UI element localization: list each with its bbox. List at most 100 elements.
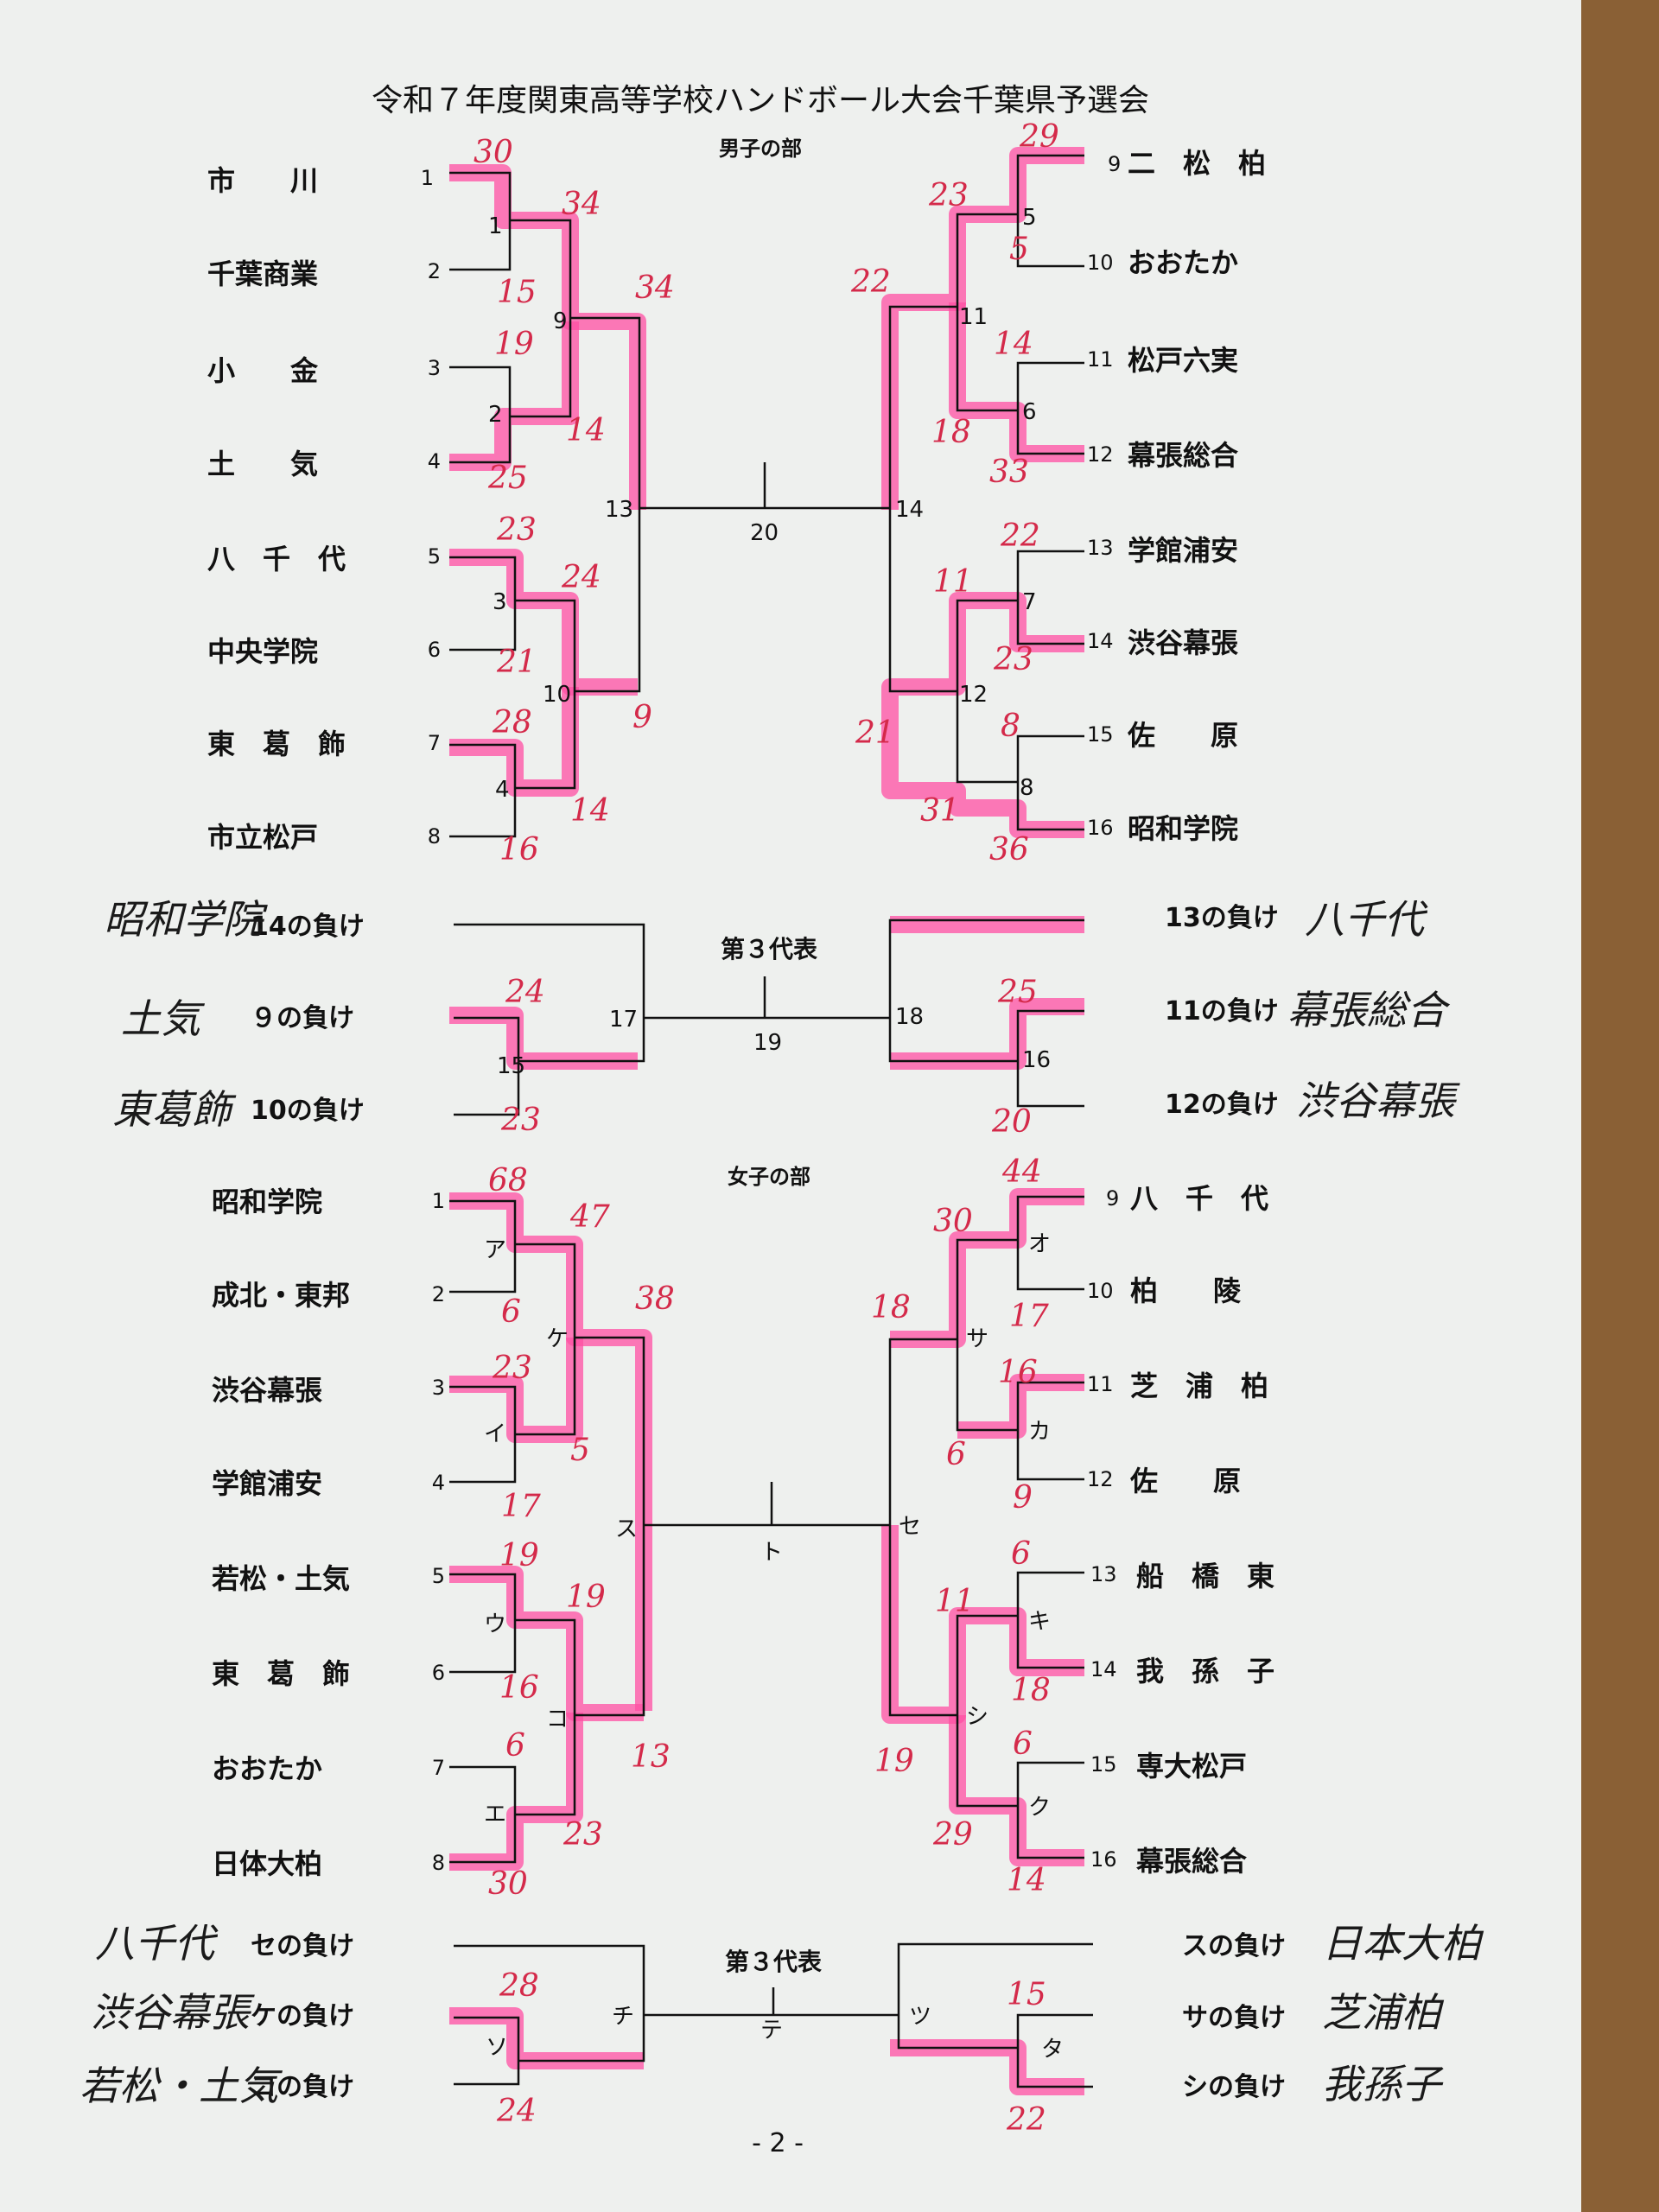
score: 31 [920, 793, 960, 829]
seed-number: 10 [1087, 251, 1114, 275]
score: 15 [497, 275, 537, 310]
score: 17 [501, 1489, 541, 1524]
team-name: 幕張総合 [1127, 439, 1238, 472]
seed-number: 14 [1090, 1657, 1117, 1681]
team-name: 渋谷幕張 [212, 1374, 322, 1407]
loser-label: サの負け [1182, 2003, 1286, 2033]
seed-number: 5 [428, 544, 441, 569]
game-label: キ [1028, 1609, 1051, 1635]
seed-number: 15 [1087, 722, 1114, 747]
seed-number: 2 [428, 259, 441, 283]
seed-number: 5 [432, 1564, 445, 1588]
team-name: 二 松 柏 [1128, 147, 1266, 180]
game-label: ウ [484, 1611, 506, 1637]
girls-game-labels: ア イ ウ エ ケ コ ス オ カ キ ク サ シ セ ト [484, 1231, 1051, 1827]
score: 19 [566, 1580, 606, 1615]
score: 25 [487, 461, 528, 496]
team-name: 佐 原 [1127, 719, 1238, 752]
seed-number: 13 [1090, 1562, 1117, 1586]
score: 14 [1007, 1863, 1046, 1898]
game-label: 2 [488, 402, 503, 428]
game-label: ク [1028, 1795, 1051, 1821]
game-label: 16 [1022, 1047, 1051, 1073]
score: 34 [562, 187, 601, 222]
score: 28 [492, 705, 532, 741]
game-label: オ [1028, 1231, 1051, 1257]
seed-number: 6 [432, 1661, 445, 1685]
loser-label: 13の負け [1165, 903, 1279, 933]
game-label: 9 [553, 308, 568, 334]
score: 30 [474, 135, 513, 170]
seed-number: 13 [1087, 536, 1114, 560]
boys-right-bracket [888, 154, 1084, 831]
score: 16 [998, 1355, 1038, 1390]
game-label: 10 [543, 682, 571, 708]
game-label: 17 [609, 1007, 638, 1033]
seed-number: 12 [1087, 442, 1114, 467]
score: 28 [499, 1968, 539, 2004]
seed-number: 15 [1090, 1752, 1117, 1777]
score: 23 [492, 1351, 532, 1386]
game-label: テ [760, 2018, 783, 2044]
seed-number: 7 [428, 731, 441, 755]
girls-scores: 68 6 23 17 19 16 6 30 47 5 19 23 38 13 4… [488, 1154, 1051, 1902]
score: 20 [991, 1104, 1032, 1140]
score: 24 [561, 560, 601, 595]
score: 47 [569, 1199, 610, 1235]
score: 16 [499, 832, 539, 868]
seed-number: 8 [432, 1851, 445, 1875]
seed-number: 1 [421, 166, 434, 190]
loser-label: 14の負け [251, 912, 365, 942]
boys-right-teams: 9 10 11 12 13 14 15 16 二 松 柏 おおたか 松戸六実 幕… [1087, 147, 1266, 845]
score: 18 [1011, 1673, 1051, 1708]
score: 21 [496, 645, 537, 680]
team-name: 松戸六実 [1128, 344, 1238, 377]
loser-label: スの負け [1182, 1931, 1286, 1961]
seed-number: 9 [1106, 1186, 1119, 1211]
game-label: 1 [488, 213, 503, 239]
handwritten-name: 幕張総合 [1287, 987, 1451, 1033]
game-label: 11 [959, 304, 988, 330]
score: 23 [928, 178, 969, 213]
loser-label: セの負け [251, 1931, 354, 1961]
score: 44 [1001, 1154, 1042, 1190]
score: 34 [635, 270, 675, 306]
score: 29 [1019, 119, 1059, 155]
team-name: 東 葛 飾 [207, 728, 346, 760]
loser-label: 12の負け [1165, 1090, 1279, 1120]
score: 5 [570, 1433, 590, 1468]
score: 18 [931, 415, 971, 450]
score: 30 [488, 1866, 528, 1902]
game-label: ソ [486, 2035, 508, 2061]
game-label: ス [615, 1516, 638, 1542]
team-name: 昭和学院 [1128, 812, 1238, 845]
seed-number: 12 [1087, 1467, 1114, 1491]
handwritten-name: 昭和学院 [104, 896, 268, 943]
handwritten-name: 渋谷幕張 [1296, 1077, 1460, 1124]
page-title: 令和７年度関東高等学校ハンドボール大会千葉県予選会 [372, 83, 1149, 118]
game-label: セ [899, 1514, 921, 1540]
team-name: 船 橋 東 [1136, 1560, 1274, 1592]
score: 24 [496, 2094, 537, 2129]
handwritten-name: 我孫子 [1322, 2061, 1444, 2107]
score: 23 [496, 512, 537, 548]
handwritten-name: 若松・土気 [79, 2063, 283, 2109]
team-name: 市立松戸 [207, 821, 318, 854]
game-label: 13 [605, 497, 633, 523]
game-label: 4 [495, 777, 510, 803]
team-name: 市 川 [207, 164, 318, 197]
seed-number: 3 [428, 356, 441, 380]
team-name: 土 気 [207, 448, 318, 480]
girls-left-bracket [449, 1199, 890, 1864]
third-heading: 第３代表 [721, 935, 817, 963]
handwritten-name: 八千代 [95, 1920, 219, 1967]
boys-game-numbers: 1 2 3 4 9 10 13 5 6 7 8 11 12 14 20 [488, 205, 1037, 803]
handwritten-name: 渋谷幕張 [91, 1989, 255, 2036]
team-name: 学館浦安 [1128, 534, 1238, 567]
seed-number: 2 [432, 1282, 445, 1306]
score: 23 [500, 1103, 541, 1138]
game-label: 20 [750, 520, 779, 546]
loser-label: コの負け [251, 2072, 354, 2102]
score: 5 [1009, 232, 1029, 267]
